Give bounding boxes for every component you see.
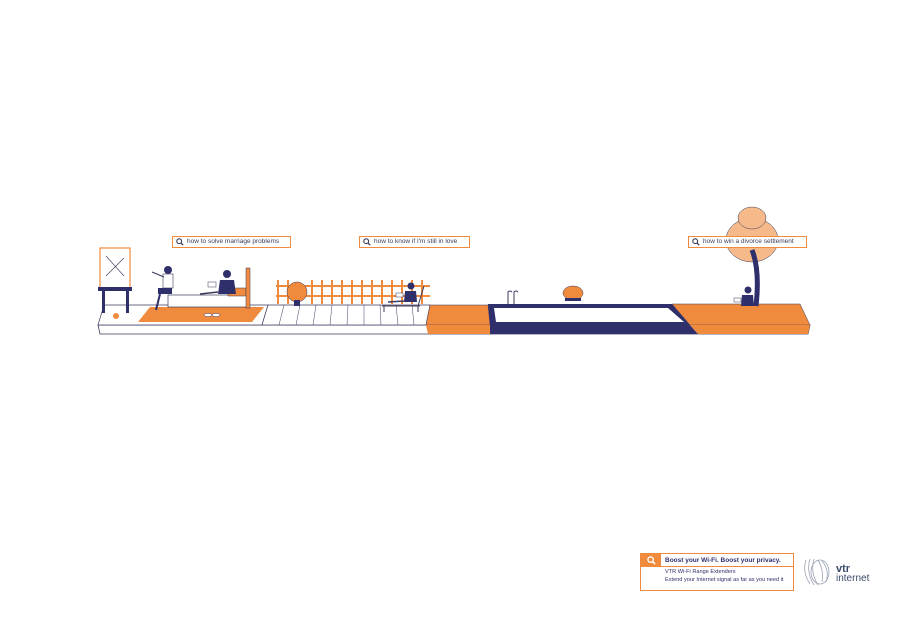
search-box-divorce[interactable]: how to win a divorce settlement [688, 236, 807, 248]
search-query: how to know if I'm still in love [374, 238, 458, 245]
ad-headline: Boost your Wi-Fi. Boost your privacy. [665, 556, 781, 564]
search-icon [173, 237, 187, 247]
search-box-love[interactable]: how to know if I'm still in love [359, 236, 470, 248]
pool-ladder [507, 290, 519, 304]
vtr-logo-mark [804, 558, 830, 586]
woman-figure [199, 270, 236, 295]
shrub [562, 285, 584, 301]
pool-section [488, 285, 698, 334]
bed [167, 294, 249, 308]
search-icon [689, 237, 703, 247]
vtr-logo: vtr internet [800, 556, 880, 588]
rug [138, 307, 264, 322]
ad-product-line: VTR Wi-Fi Range Extenders [665, 569, 736, 575]
search-icon [641, 554, 661, 566]
ad-header: Boost your Wi-Fi. Boost your privacy. [641, 554, 793, 566]
bush [286, 281, 308, 303]
deck-section [261, 280, 431, 326]
person-under-tree [733, 286, 754, 306]
logo-word-internet: internet [836, 573, 870, 584]
ad-box: Boost your Wi-Fi. Boost your privacy. VT… [640, 553, 794, 591]
tree [725, 206, 779, 307]
tv-screen [99, 247, 131, 289]
deck-chair-woman [382, 282, 425, 312]
man-figure [151, 266, 174, 311]
ad-tagline: Extend your Internet signal as far as yo… [665, 577, 784, 583]
search-box-marriage[interactable]: how to solve marriage problems [172, 236, 291, 248]
grass-right [671, 206, 811, 334]
search-query: how to solve marriage problems [187, 238, 280, 245]
grass-left [425, 304, 491, 334]
bedroom-section [97, 247, 269, 326]
logo-word-vtr: vtr [836, 563, 851, 575]
search-query: how to win a divorce settlement [703, 238, 794, 245]
search-icon [360, 237, 374, 247]
